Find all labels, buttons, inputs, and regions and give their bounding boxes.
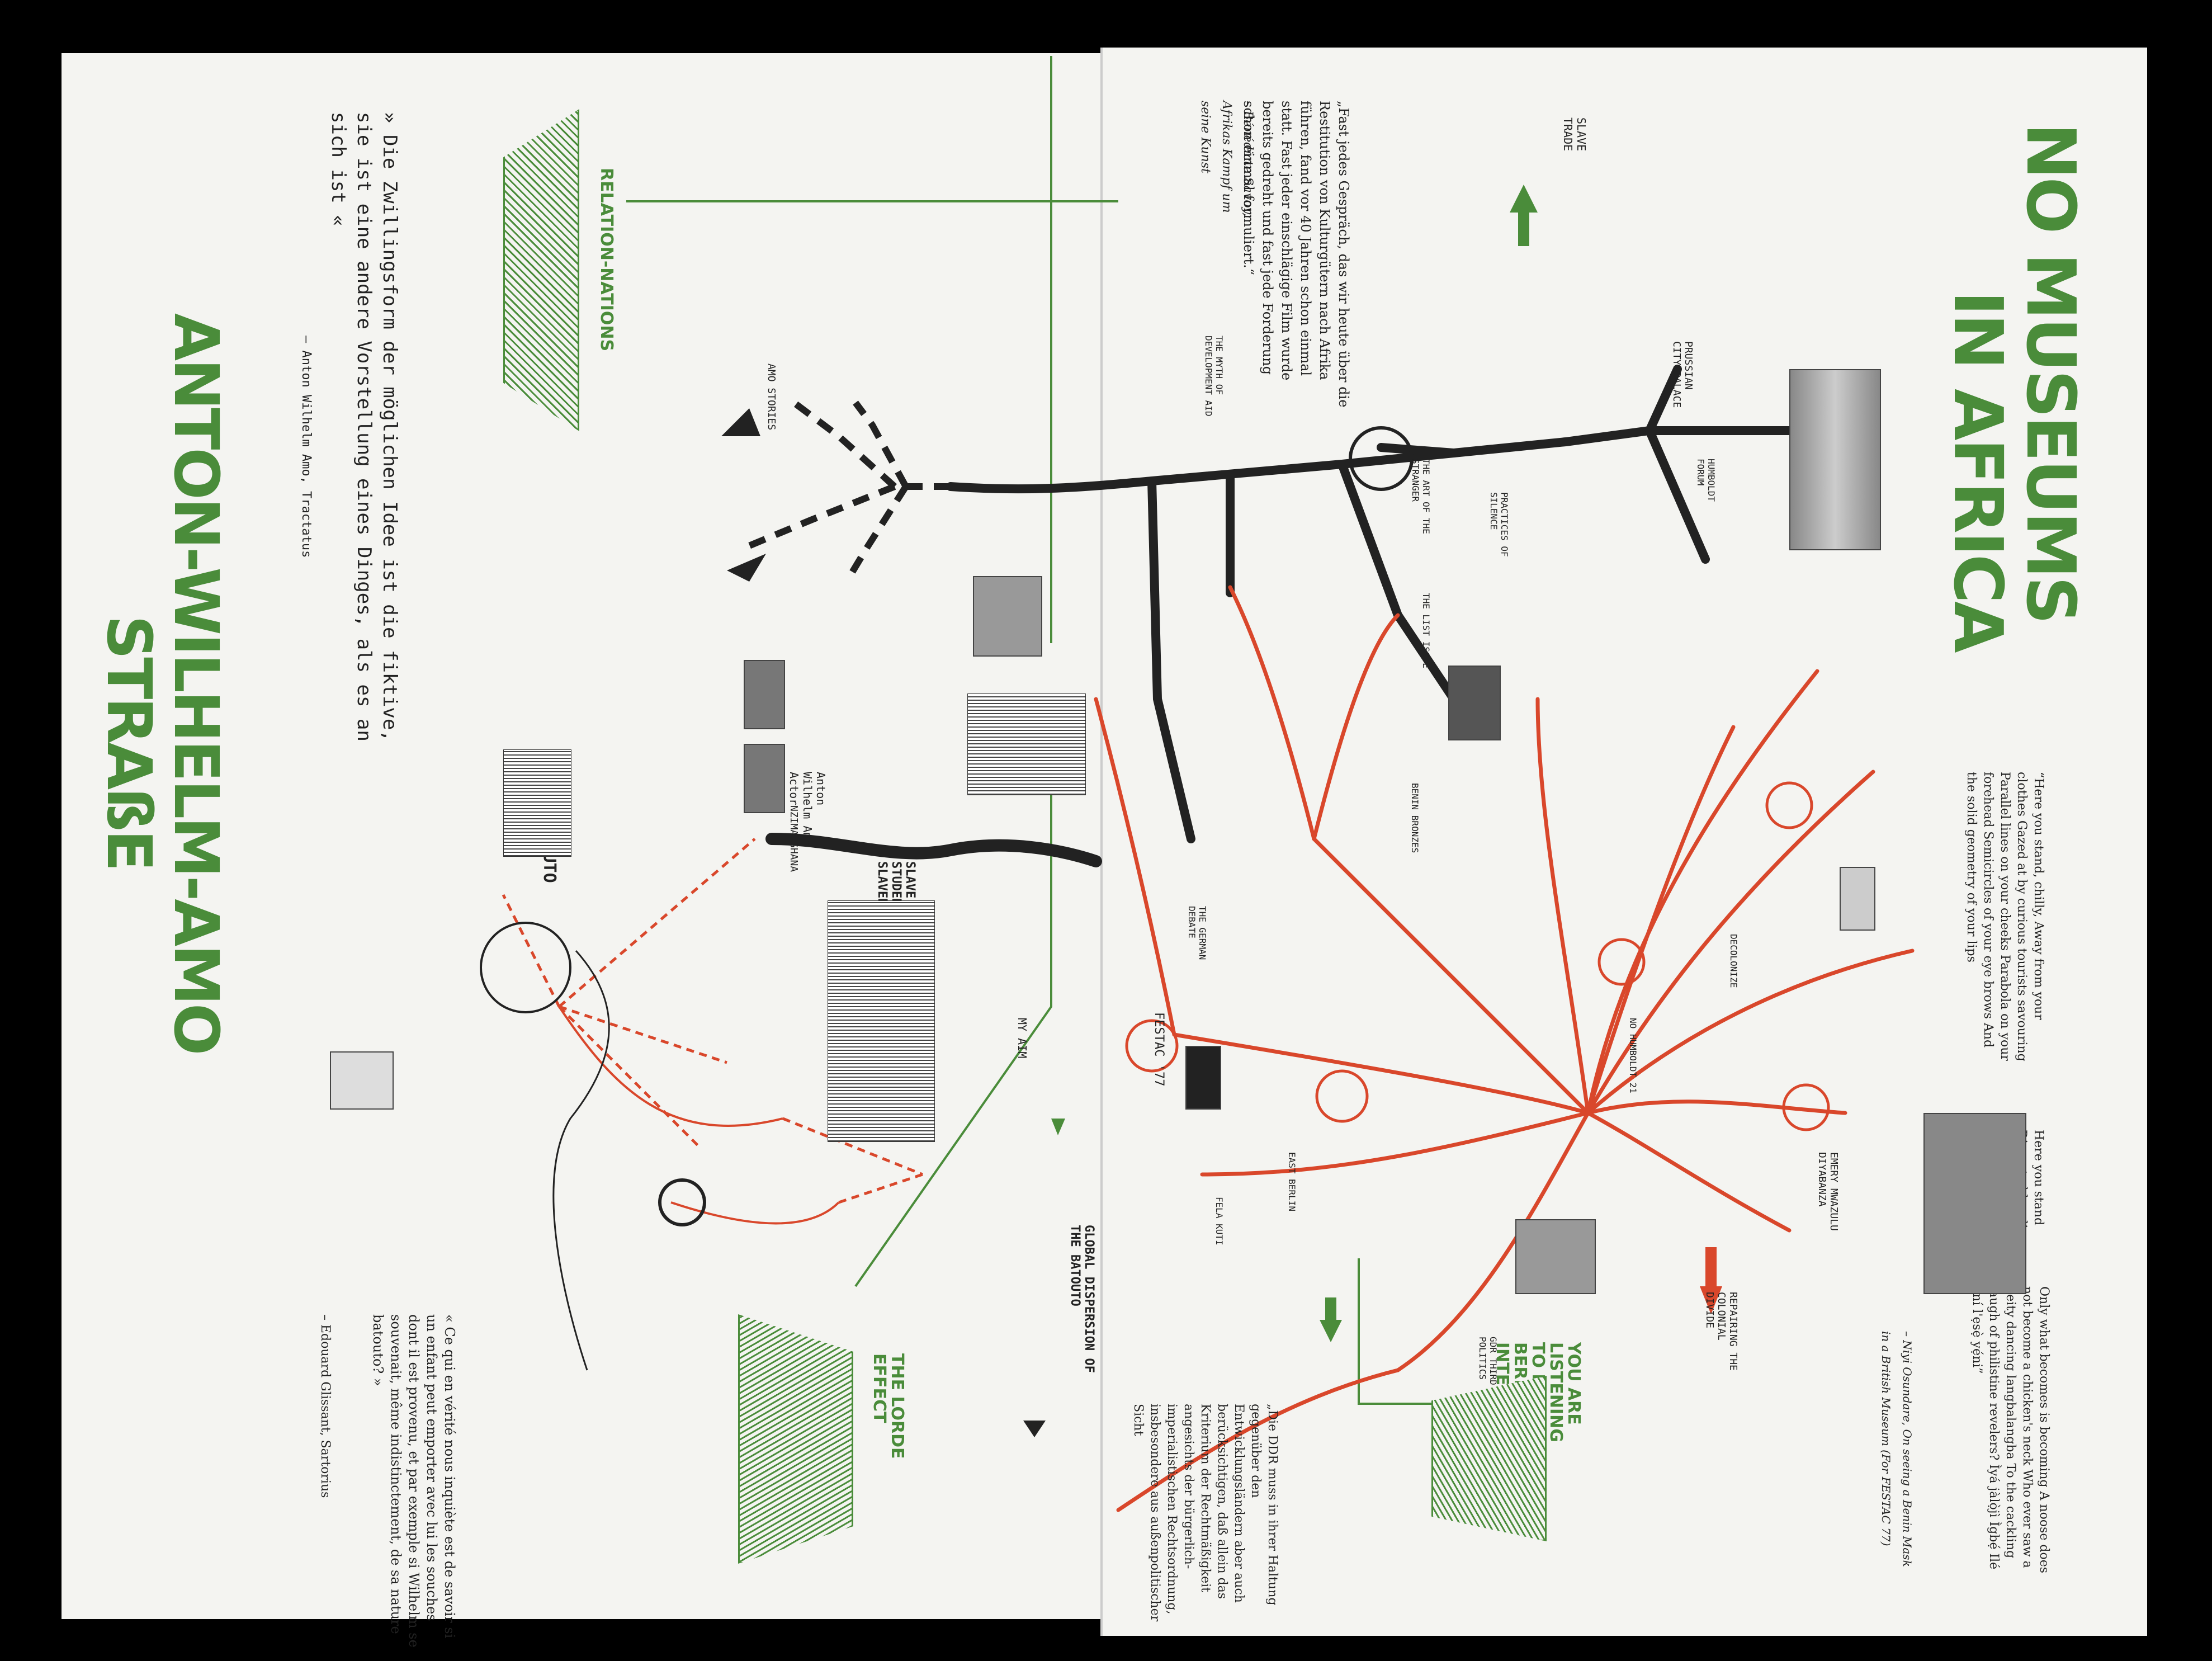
ddr-quote: „Die DDR muss in ihrer Haltung gegenüber… xyxy=(1131,1404,1279,1622)
left-title-line1: ANTON-WILHELM-AMO xyxy=(160,313,232,1054)
humboldt-forum-label: HUMBOLDT FORUM xyxy=(1695,459,1717,502)
restitution-book xyxy=(1448,666,1501,740)
nzima-label: NZIMA GHANA xyxy=(788,805,800,872)
right-title-line1: NO MUSEUMS xyxy=(2011,123,2089,622)
poem-part-1: “Here you stand, chilly, Away from your … xyxy=(1964,772,2045,1061)
amo-stories-label: AMO STORIES xyxy=(765,364,777,431)
spine-fold xyxy=(1100,48,1103,1636)
emery-photo xyxy=(1923,1113,2026,1294)
benin-bronzes-label: BENIN BRONZES xyxy=(1410,783,1420,853)
newspaper-clipping xyxy=(503,749,571,857)
prussian-palace-label: PRUSSIAN CITY PALACE xyxy=(1671,341,1694,408)
list-issue-label: THE LIST ISSUE xyxy=(1421,593,1431,668)
slave-trade-label: SLAVE TRADE xyxy=(1561,117,1588,152)
amo-quote-attr: – Anton Wilhelm Amo, Tractatus xyxy=(299,336,313,558)
main-route xyxy=(946,426,1794,494)
poem-part-3: Only what becomes is becoming A noose do… xyxy=(1970,1286,2051,1574)
global-dispersion-label: GLOBAL DISPERSION OF THE BATOUTO xyxy=(1068,1225,1096,1373)
afrikas-kampf-book xyxy=(1840,867,1875,931)
my-aim-label: MY AIM xyxy=(1015,1018,1029,1059)
festac-poster xyxy=(1185,1046,1221,1110)
book-cover-2 xyxy=(744,744,785,813)
german-debate-label: THE GERMAN DEBATE xyxy=(1187,906,1208,960)
text-clipping-2 xyxy=(967,693,1086,795)
east-berlin-label: EAST BERLIN xyxy=(1287,1152,1297,1211)
repairing-label: REPAIRING THE COLONIAL DIVIDE xyxy=(1704,1292,1739,1371)
radio-map-tile xyxy=(1431,1376,1547,1541)
batouto-circle xyxy=(480,922,571,1013)
photo-amo xyxy=(973,576,1042,657)
left-title-line2: STRAßE xyxy=(93,615,165,870)
relation-nations-map-tile xyxy=(503,109,579,431)
poem-attr: – Niyi Osundare, On seeing a Benin Mask … xyxy=(1879,1331,1914,1567)
art-of-stranger-label: THE ART OF THE STRANGER xyxy=(1410,459,1431,534)
savoy-quote-attr: – Bénédicte Savoy, Afrikas Kampf um sein… xyxy=(1198,101,1255,217)
lorde-map-tile xyxy=(738,1314,853,1564)
decolonize-label: DECOLONIZE xyxy=(1728,934,1739,988)
book-cover-1 xyxy=(744,660,785,729)
humboldt-forum-photo xyxy=(1789,369,1881,550)
left-page xyxy=(62,53,1102,1619)
book-object xyxy=(330,1051,394,1110)
practices-silence-label: PRACTICES OF SILENCE xyxy=(1488,492,1510,557)
rally-photo xyxy=(1515,1219,1596,1294)
emery-label: EMERY MWAZULU DIYABANZA xyxy=(1816,1152,1840,1231)
amo-quote: » Die Zwillingsform der möglichen Idee i… xyxy=(327,112,401,742)
glissant-quote-attr: – Edouard Glissant, Sartorius xyxy=(318,1314,332,1498)
festac-label: FESTAC '77 xyxy=(1152,1012,1166,1087)
fela-kuti-label: FELA KUTI xyxy=(1214,1197,1225,1245)
lorde-effect-label: THE LORDE EFFECT xyxy=(869,1353,907,1459)
right-page xyxy=(1102,48,2147,1636)
myth-development-label: THE MYTH OF DEVELOPMENT AID xyxy=(1203,336,1225,417)
text-clipping xyxy=(828,900,935,1142)
no-humboldt-label: NO HUMBOLDT 21 xyxy=(1628,1018,1638,1093)
relation-nations-label: RELATION-NATIONS xyxy=(597,168,616,352)
glissant-quote: « Ce qui en vérité nous inquiète est de … xyxy=(370,1314,457,1648)
right-title-line2: IN AFRICA xyxy=(1939,291,2016,651)
